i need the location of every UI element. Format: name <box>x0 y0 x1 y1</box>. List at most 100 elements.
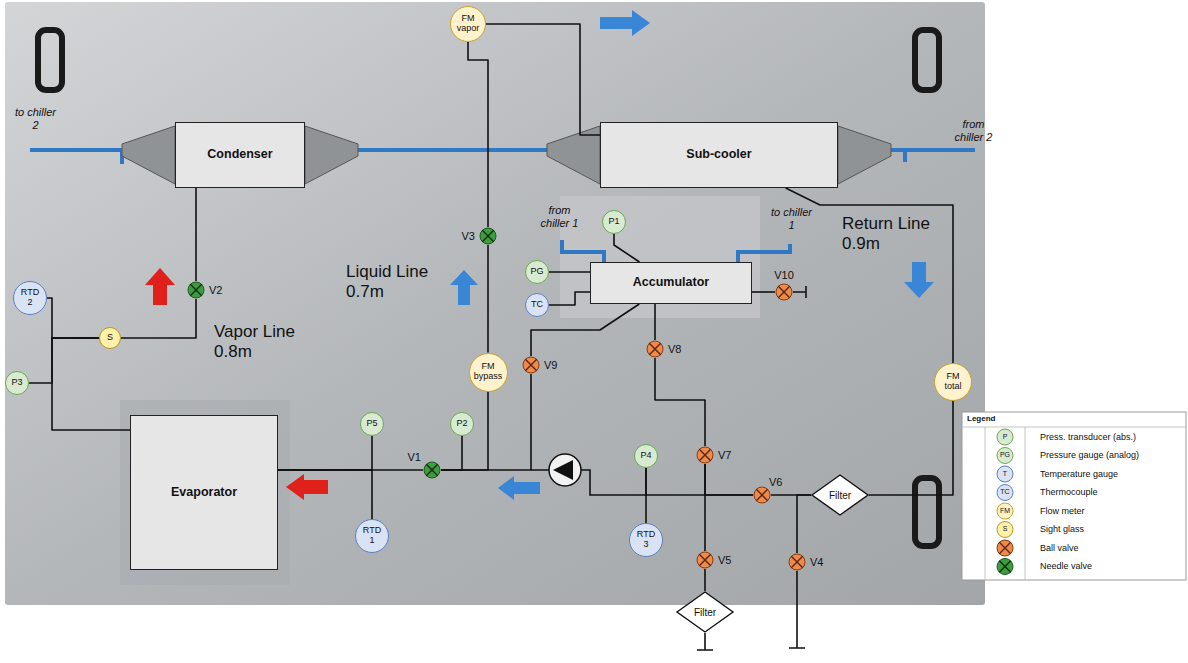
needle-valve: V3 <box>479 227 497 245</box>
flow-meter: FM vapor <box>450 6 486 42</box>
pressure-transducer: P4 <box>634 444 658 468</box>
flow-arrow <box>498 476 540 500</box>
component-name: Condenser <box>207 148 272 162</box>
pipe-line <box>655 358 705 446</box>
pipe-line <box>645 468 647 523</box>
instrument-tag: RTD 2 <box>21 288 39 308</box>
ball-valve: V5 <box>696 551 714 569</box>
chiller-line <box>738 244 790 262</box>
valve-tag: V2 <box>209 284 222 296</box>
legend-grid <box>962 427 1186 580</box>
pipe-line <box>441 392 488 471</box>
valve-symbol <box>646 340 664 358</box>
pump-symbol <box>549 454 581 486</box>
valve-symbol <box>426 464 437 475</box>
valve-tag: V8 <box>668 343 681 355</box>
pipe-line <box>486 24 600 135</box>
valve-symbol <box>756 489 767 500</box>
pressure-transducer: P3 <box>5 371 29 395</box>
valve-tag: V4 <box>810 556 823 568</box>
valve-symbol <box>522 356 540 374</box>
pump-symbol <box>553 460 573 480</box>
handle <box>915 478 939 546</box>
pipe-line <box>278 470 372 519</box>
valve-tag: V1 <box>408 451 421 463</box>
chiller-note: to chiller 2 <box>12 106 59 131</box>
heat-exchanger: Sub-cooler <box>600 122 838 188</box>
instrument-tag: Filter <box>694 607 716 618</box>
valve-symbol <box>699 449 710 460</box>
pipe-line <box>29 338 99 383</box>
pipe-line <box>705 464 753 495</box>
valve-tag: V6 <box>769 476 782 488</box>
drain-line <box>789 571 805 648</box>
line-length-label: Liquid Line 0.7m <box>346 262 444 301</box>
valve-symbol <box>776 284 792 300</box>
legend-symbol <box>999 561 1010 572</box>
legend-text: Ball valve <box>1040 543 1079 553</box>
legend-symbol-letter: PG <box>1000 451 1010 459</box>
instrument-tag: P4 <box>640 451 651 461</box>
ball-valve: V9 <box>522 356 540 374</box>
valve-tag: V5 <box>718 554 731 566</box>
sight-glass: S <box>99 327 121 349</box>
header-cone <box>305 126 358 184</box>
pipe-line <box>52 338 130 430</box>
valve-tag: V10 <box>774 269 794 281</box>
valve-symbol <box>753 486 771 504</box>
valve-symbol <box>479 227 497 245</box>
handle <box>38 30 62 90</box>
pressure-transducer: P5 <box>360 412 384 436</box>
pipe-line <box>278 436 372 470</box>
pipe-line <box>441 436 462 470</box>
component-name: Sub-cooler <box>686 148 751 162</box>
line-length-label: Return Line 0.9m <box>842 214 942 253</box>
legend-symbol <box>997 559 1013 575</box>
pipe-line <box>195 188 197 281</box>
valve-symbol <box>696 446 714 464</box>
legend-symbol <box>997 429 1013 445</box>
needle-valve: V2 <box>187 281 205 299</box>
legend-text: Flow meter <box>1040 506 1085 516</box>
legend-text: Press. transducer (abs.) <box>1040 432 1136 442</box>
pipe-line <box>646 468 753 495</box>
instrument-tag: RTD 3 <box>637 530 655 550</box>
component-name: Evaporator <box>171 486 237 500</box>
legend-text: Thermocouple <box>1040 487 1098 497</box>
pipe-line <box>704 569 706 591</box>
chiller-line <box>891 150 975 162</box>
legend-text: Needle valve <box>1040 561 1092 571</box>
valve-symbol <box>791 556 802 567</box>
flow-arrow <box>286 474 328 500</box>
pipe-line <box>549 292 590 305</box>
temperature-sensor: RTD 2 <box>13 281 47 315</box>
pipe-line <box>797 495 811 553</box>
valve-symbol <box>187 281 205 299</box>
instrument-tag: Filter <box>829 490 851 501</box>
legend-symbol-letter: TC <box>1000 488 1009 496</box>
valve-symbol <box>697 447 713 463</box>
flow-arrow <box>904 262 934 298</box>
chiller-note: from chiller 1 <box>536 204 583 229</box>
valve-symbol <box>480 228 496 244</box>
flow-arrow <box>145 268 175 305</box>
pipe-line <box>121 299 196 338</box>
temperature-sensor: RTD 3 <box>629 523 663 557</box>
bracket-panel <box>560 196 760 318</box>
pressure-transducer: P2 <box>450 412 474 436</box>
valve-symbol <box>649 343 660 354</box>
instrument-tag: RTD 1 <box>363 526 381 546</box>
evaporator-unit: Evaporator <box>130 415 278 570</box>
ball-valve: V10 <box>775 283 793 301</box>
pipe-line <box>654 304 656 340</box>
ball-valve: V4 <box>788 553 806 571</box>
valve-symbol <box>482 230 493 241</box>
instrument-tag: PG <box>530 267 543 277</box>
flow-arrow <box>600 10 650 36</box>
legend-symbol <box>999 542 1010 553</box>
legend-symbol-letter: P <box>1003 433 1008 441</box>
flow-meter: FM total <box>934 363 972 401</box>
valve-symbol <box>778 286 789 297</box>
legend-symbol <box>997 466 1013 482</box>
